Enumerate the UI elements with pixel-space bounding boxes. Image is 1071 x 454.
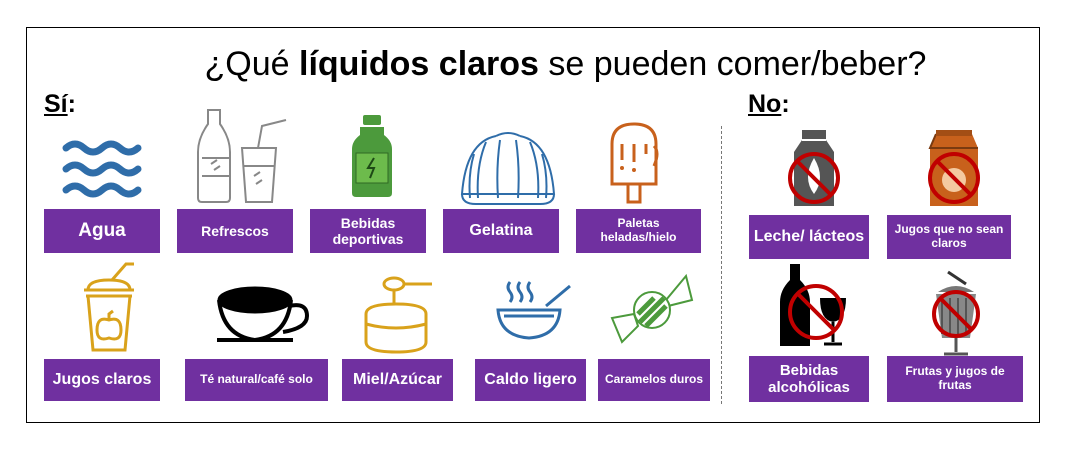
no-milk-icon	[782, 128, 846, 208]
label-leche-lacteos: Leche/ lácteos	[749, 215, 869, 259]
yes-heading: Sí:	[44, 90, 76, 119]
label-miel-azucar: Miel/Azúcar	[342, 359, 453, 401]
label-jugos-no-claros: Jugos que no sean claros	[887, 215, 1011, 259]
no-heading-word: No	[748, 90, 782, 118]
page-title: ¿Qué líquidos claros se pueden comer/beb…	[0, 45, 1071, 84]
label-caldo-ligero: Caldo ligero	[475, 359, 586, 401]
label-agua: Agua	[44, 209, 160, 253]
content-frame	[26, 27, 1040, 423]
broth-bowl-icon	[496, 280, 574, 340]
popsicle-icon	[606, 120, 662, 206]
title-bold: líquidos claros	[299, 45, 539, 83]
no-heading-colon: :	[781, 90, 790, 118]
sports-drink-icon	[350, 113, 394, 199]
label-paletas: Paletas heladas/hielo	[576, 209, 701, 253]
label-jugos-claros: Jugos claros	[44, 359, 160, 401]
honey-pot-icon	[360, 272, 436, 354]
label-frutas-jugos: Frutas y jugos de frutas	[887, 356, 1023, 402]
soda-bottle-cup-icon	[196, 106, 288, 206]
title-suffix: se pueden comer/beber?	[538, 45, 927, 83]
label-bebidas-deportivas: Bebidas deportivas	[310, 209, 426, 253]
label-caramelos-duros: Caramelos duros	[598, 359, 710, 401]
label-bebidas-alcoholicas: Bebidas alcohólicas	[749, 356, 869, 402]
title-prefix: ¿Qué	[204, 45, 300, 83]
water-waves-icon	[62, 138, 144, 200]
label-te-cafe: Té natural/café solo	[185, 359, 328, 401]
hard-candy-icon	[608, 270, 694, 346]
juice-cup-icon	[78, 262, 140, 354]
label-gelatina: Gelatina	[443, 209, 559, 253]
no-heading: No:	[748, 90, 790, 119]
no-smoothie-icon	[928, 268, 984, 360]
yes-heading-colon: :	[67, 90, 76, 118]
gelatin-mold-icon	[456, 128, 560, 208]
column-divider	[721, 126, 722, 404]
coffee-cup-icon	[213, 284, 313, 346]
label-refrescos: Refrescos	[177, 209, 293, 253]
no-alcohol-icon	[776, 262, 852, 350]
no-juice-icon	[924, 128, 984, 210]
yes-heading-word: Sí	[44, 90, 68, 118]
